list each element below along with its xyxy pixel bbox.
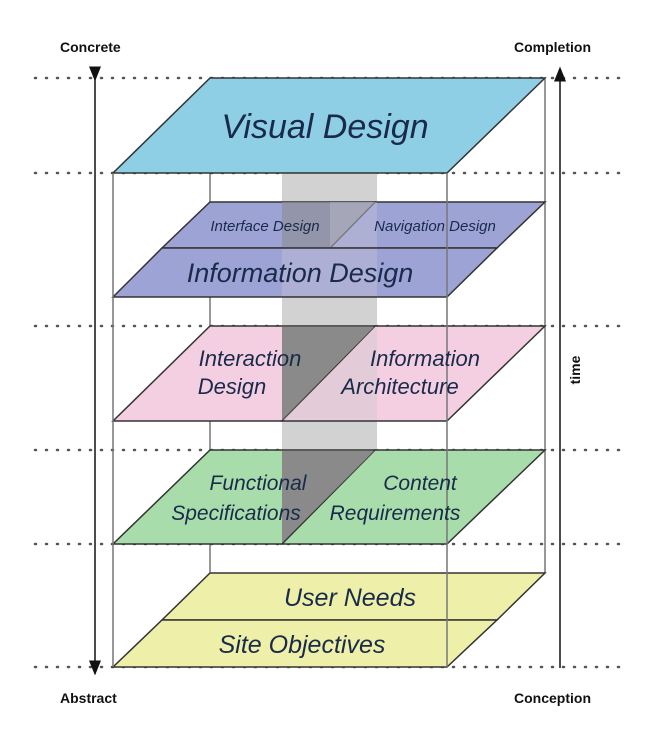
label-site-objectives: Site Objectives (219, 631, 386, 659)
label-visual-design: Visual Design (221, 108, 428, 146)
label-functional-specifications-1: Functional (210, 472, 308, 495)
label-information-architecture-2: Architecture (339, 374, 458, 399)
label-completion: Completion (514, 39, 591, 55)
label-navigation-design: Navigation Design (374, 218, 496, 235)
box-frame-front (112, 173, 448, 667)
column-overlap (330, 202, 377, 248)
column-overlap (282, 249, 377, 296)
label-time: time (567, 355, 583, 384)
label-content-requirements-2: Requirements (330, 502, 461, 525)
label-interaction-design-2: Design (198, 374, 266, 399)
column-overlap (282, 202, 375, 248)
label-interaction-design-1: Interaction (199, 346, 302, 371)
column-overlap (283, 327, 377, 420)
label-user-needs: User Needs (284, 584, 416, 612)
label-content-requirements-1: Content (383, 472, 458, 495)
label-abstract: Abstract (60, 690, 117, 706)
column-overlap (282, 327, 374, 420)
label-conception: Conception (514, 690, 591, 706)
label-functional-specifications-2: Specifications (171, 502, 301, 525)
label-interface-design: Interface Design (210, 218, 319, 235)
column-overlap (282, 451, 374, 543)
label-information-architecture-1: Information (370, 346, 480, 371)
label-information-design: Information Design (187, 258, 414, 288)
label-concrete: Concrete (60, 39, 121, 55)
